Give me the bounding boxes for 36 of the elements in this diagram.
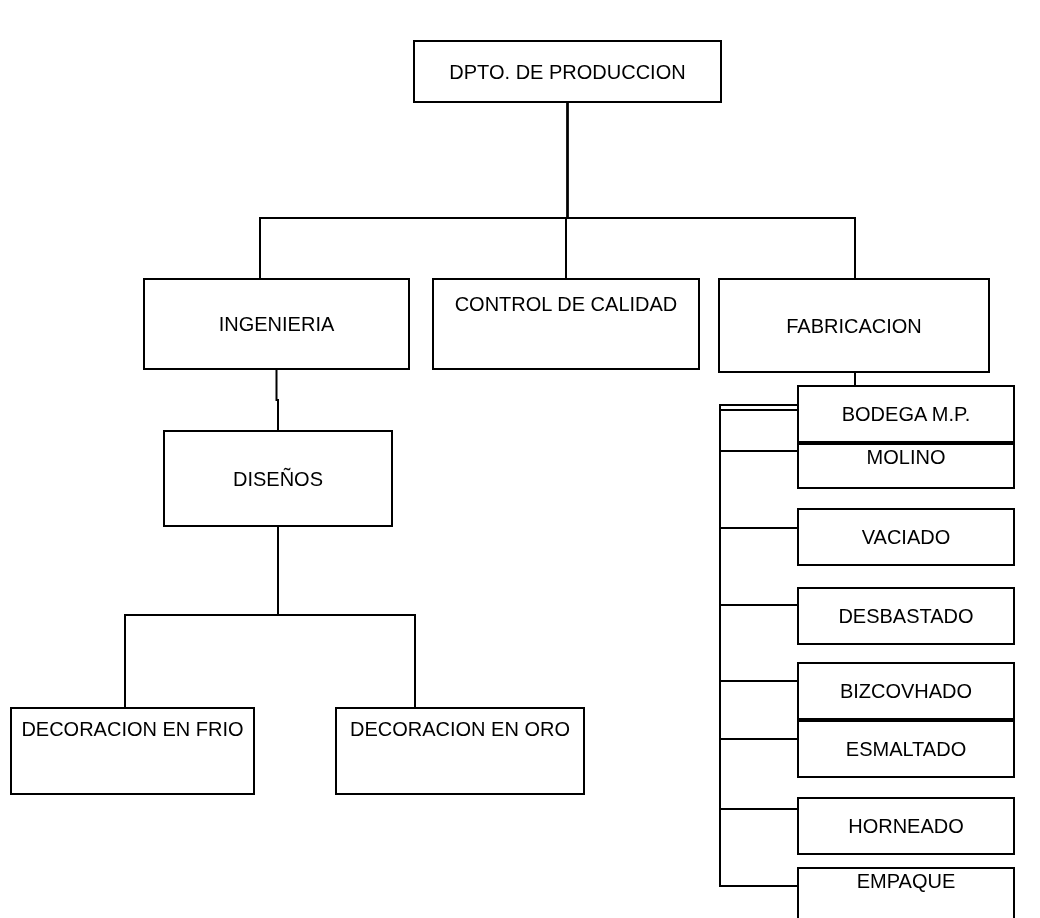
box-label: DESBASTADO: [838, 604, 974, 628]
org-box: [432, 278, 700, 370]
box-label: DECORACION EN FRIO: [21, 717, 244, 741]
org-box: [718, 278, 990, 373]
box-label: DECORACION EN ORO: [350, 717, 570, 741]
connector-line: [719, 409, 798, 887]
box-label: DISEÑOS: [233, 466, 323, 491]
org-box: [797, 508, 1015, 566]
connector-line: [566, 102, 856, 279]
org-box: [797, 443, 1015, 489]
connector-line: [719, 404, 798, 452]
box-label: DPTO. DE PRODUCCION: [449, 59, 686, 84]
org-box: [163, 430, 393, 527]
org-box: [797, 662, 1015, 720]
box-label: HORNEADO: [848, 814, 964, 838]
org-box: [797, 867, 1015, 918]
box-label: VACIADO: [861, 525, 951, 549]
box-label: INGENIERIA: [218, 312, 335, 336]
org-box: [413, 40, 722, 103]
org-box: [143, 278, 410, 370]
org-box: [797, 587, 1015, 645]
box-label: FABRICACION: [786, 313, 922, 338]
box-label: CONTROL DE CALIDAD: [454, 292, 678, 316]
connector-line: [277, 526, 416, 708]
box-label: ESMALTADO: [845, 737, 967, 761]
org-box: [797, 720, 1015, 778]
box-label: EMPAQUE: [856, 869, 956, 893]
org-box: [335, 707, 585, 795]
box-label: BODEGA M.P.: [841, 402, 971, 426]
box-label: MOLINO: [866, 445, 946, 469]
org-box: [797, 385, 1015, 443]
connector-line: [275, 369, 279, 431]
org-box: [797, 797, 1015, 855]
org-box: [10, 707, 255, 795]
box-label: BIZCOVHADO: [839, 679, 973, 703]
connector-line: [854, 372, 856, 386]
